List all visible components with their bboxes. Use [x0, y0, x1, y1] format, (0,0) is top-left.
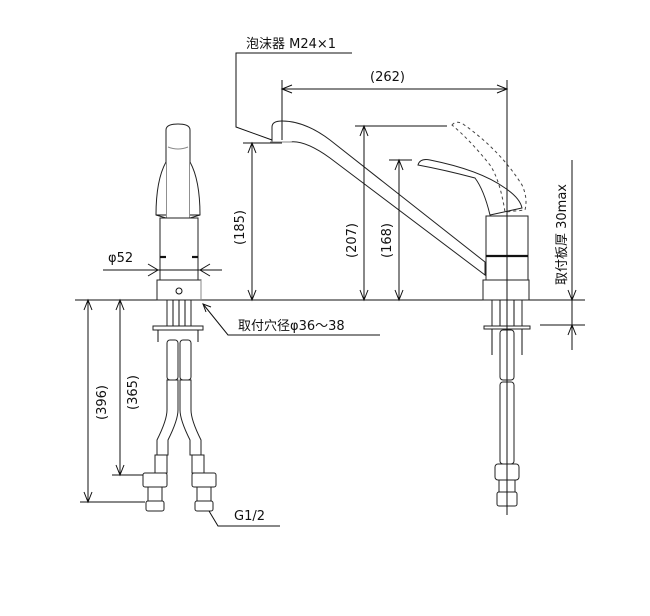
side-base: [482, 279, 530, 301]
front-hose-left: [156, 379, 179, 456]
side-spout: [271, 120, 486, 277]
front-nut-left: [142, 472, 168, 488]
side-lever: [417, 159, 523, 216]
label-mount-hole: 取付穴径φ36〜38: [238, 319, 345, 334]
dim-lever-closed-height: (168): [380, 158, 412, 302]
side-view: [270, 80, 531, 515]
label-hose-total: (396): [95, 385, 110, 420]
side-lever-open: [451, 121, 527, 213]
dim-lever-open-height: (207): [345, 124, 447, 302]
front-nut-right: [191, 472, 217, 488]
front-view: [142, 123, 217, 512]
label-lever-closed-height: (168): [380, 223, 395, 258]
dim-mount-hole: 取付穴径φ36〜38: [202, 303, 380, 336]
dim-reach: (262): [280, 70, 509, 140]
front-hose-right: [179, 379, 202, 456]
front-base: [156, 279, 202, 301]
label-reach: (262): [370, 70, 405, 85]
label-lever-open-height: (207): [345, 223, 360, 258]
dim-spout-height: (185): [233, 141, 282, 302]
front-mount-plate: [152, 325, 204, 331]
label-hose-to-nut: (365): [126, 375, 141, 410]
label-aerator: 泡沫器 M24×1: [246, 37, 336, 52]
dim-connection: G1/2: [208, 509, 280, 527]
label-spout-height: (185): [233, 210, 248, 245]
dim-body-diameter: φ52: [103, 251, 222, 277]
dim-hose-total: (396): [80, 298, 145, 504]
front-lever-left: [155, 161, 167, 219]
dim-mount-thickness: 取付板厚 30max: [555, 160, 577, 350]
dim-aerator: 泡沫器 M24×1: [235, 37, 352, 141]
front-lever-right: [189, 161, 201, 219]
label-connection: G1/2: [234, 509, 265, 524]
label-body-diameter: φ52: [108, 251, 133, 266]
dim-hose-to-nut: (365): [112, 298, 143, 477]
label-mount-thickness: 取付板厚 30max: [555, 184, 570, 285]
